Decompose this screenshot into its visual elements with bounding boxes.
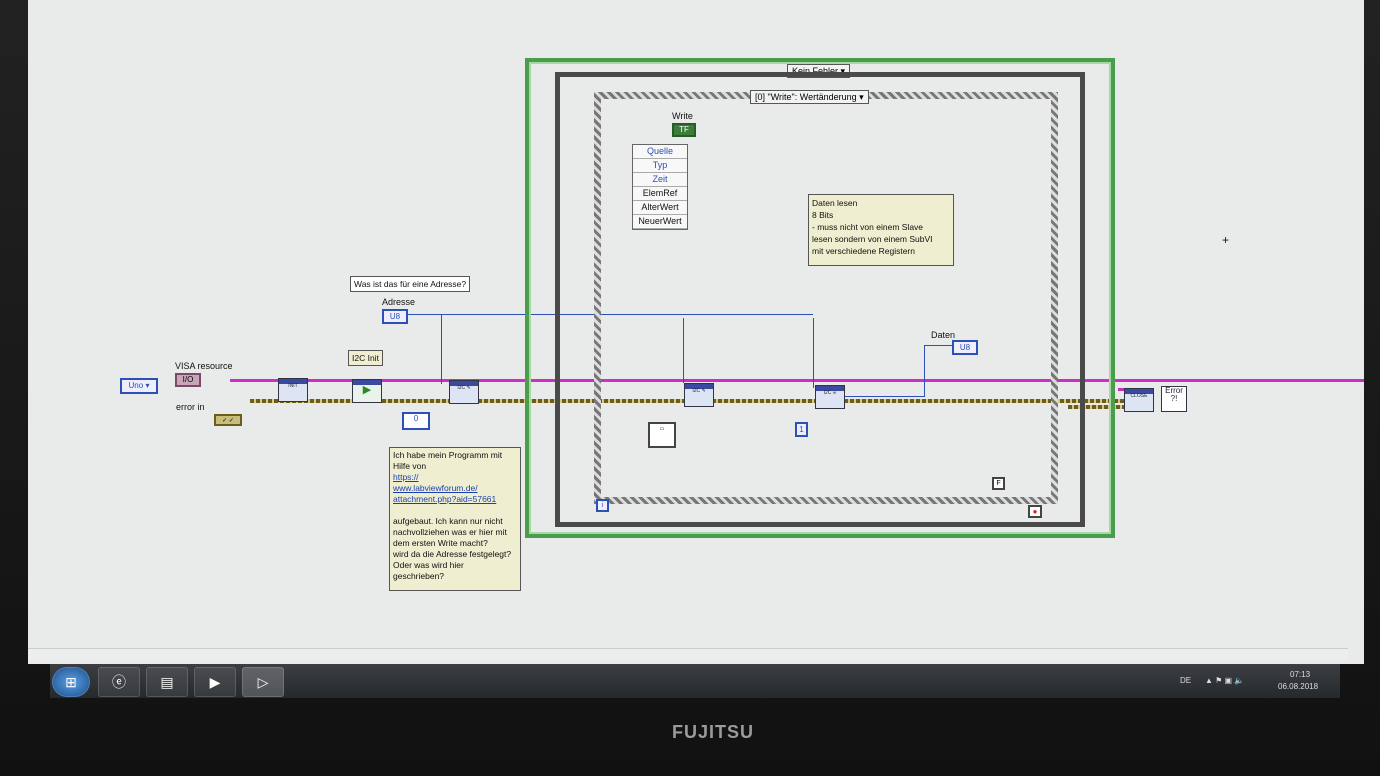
note-line: Hilfe von [393, 461, 427, 471]
event-data-item: AlterWert [633, 201, 687, 215]
while-loop[interactable] [525, 58, 1115, 538]
event-data-item: ElemRef [633, 187, 687, 201]
note-line: nachvollziehen was er hier mit [393, 527, 507, 537]
event-data-item: NeuerWert [633, 215, 687, 229]
error-in-control[interactable]: ✓ ✓ [214, 414, 242, 426]
stop-icon[interactable]: ● [1028, 505, 1042, 518]
loop-iteration-icon: i [596, 499, 609, 512]
vi-label: CLOSE [1130, 393, 1148, 399]
numeric-constant-one[interactable]: 1 [795, 422, 808, 437]
event-data-item: Typ [633, 159, 687, 173]
i2c-close-vi[interactable]: CLOSE [1124, 388, 1154, 412]
adresse-control[interactable]: U8 [382, 309, 408, 324]
event-selector-label: [0] "Write": Wertänderung [755, 92, 857, 102]
event-data-item: Quelle [633, 145, 687, 159]
event-data-item: Zeit [633, 173, 687, 187]
error-wire-end [1068, 405, 1128, 409]
note-link[interactable]: attachment.php?aid=57661 [393, 494, 497, 504]
note-line: wird da die Adresse festgelegt? [393, 549, 512, 559]
i2c-write-vi[interactable]: I2C ✎ [449, 380, 479, 404]
event-timeout-terminal[interactable]: F [992, 477, 1005, 490]
block-diagram[interactable]: Kein Fehler ▾ [0] "Write": Wertänderung … [28, 0, 1364, 664]
note-line: geschrieben? [393, 571, 445, 581]
note-line: - muss nicht von einem Slave [812, 222, 924, 232]
case-structure[interactable] [555, 72, 1085, 527]
note-line: Oder was wird hier [393, 560, 464, 570]
note-line: aufgebaut. Ich kann nur nicht [393, 516, 503, 526]
labview-icon[interactable]: ▷ [242, 667, 284, 697]
start-icon[interactable]: ⊞ [52, 667, 90, 697]
taskbar: ⊞ ⓔ ▤ ▶ ▷ DE ▲ ⚑ ▣ 🔈 07:13 06.08.2018 [50, 664, 1340, 698]
vi-label: Error ?! [1165, 386, 1183, 403]
write-label: Write [672, 111, 693, 121]
clock-date[interactable]: 06.08.2018 [1278, 682, 1319, 691]
visa-wire-end [1118, 388, 1128, 391]
daten-indicator[interactable]: U8 [952, 340, 978, 355]
explorer-icon[interactable]: ▤ [146, 667, 188, 697]
note-line: mit verschiedene Registern [812, 246, 915, 256]
case-selector-label: Kein Fehler [792, 66, 839, 76]
uno-value: Uno [128, 381, 144, 390]
adresse-wire-drop [441, 314, 442, 384]
daten-lesen-note: Daten lesen 8 Bits - muss nicht von eine… [808, 194, 954, 266]
program-note: Ich habe mein Programm mit Hilfe von htt… [389, 447, 521, 591]
error-in-label: error in [176, 402, 205, 412]
adresse-label: Adresse [382, 297, 416, 307]
language-indicator[interactable]: DE [1180, 676, 1192, 685]
note-link[interactable]: https:// [393, 472, 419, 482]
note-spacer [393, 505, 517, 516]
vi-label: I2C [692, 388, 701, 394]
i2c-init-note: I2C Init [348, 350, 383, 366]
numeric-array-constant[interactable]: 0 [402, 412, 430, 430]
write-control[interactable]: TF [672, 123, 696, 137]
byte-array-constant[interactable]: ▭ [648, 422, 676, 448]
crosshair-cursor-icon: + [1222, 233, 1230, 247]
note-line: 8 Bits [812, 210, 834, 220]
vi-label: I2C [457, 385, 466, 391]
uno-ring[interactable]: Uno ▾ [120, 378, 158, 394]
vi-label: INIT [288, 383, 298, 389]
media-icon[interactable]: ▶ [194, 667, 236, 697]
ie-icon[interactable]: ⓔ [98, 667, 140, 697]
note-line: lesen sondern von einem SubVI [812, 234, 933, 244]
note-line: Daten lesen [812, 198, 858, 208]
note-link[interactable]: www.labviewforum.de/ [393, 483, 478, 493]
monitor-brand-logo: FUJITSU [672, 722, 755, 742]
event-selector[interactable]: [0] "Write": Wertänderung ▾ [750, 90, 869, 104]
note-line: Ich habe mein Programm mit [393, 450, 503, 460]
daten-label: Daten [931, 330, 956, 340]
tray-icons[interactable]: ▲ ⚑ ▣ 🔈 [1205, 676, 1245, 685]
event-data-node[interactable]: Quelle Typ Zeit ElemRef AlterWert NeuerW… [632, 144, 688, 230]
simple-error-handler-vi[interactable]: Error ?! [1161, 386, 1187, 412]
visa-control[interactable]: I/O [175, 373, 201, 387]
visa-label: VISA resource [175, 361, 233, 371]
note-line: dem ersten Write macht? [393, 538, 488, 548]
i2c-write-vi-2[interactable]: I2C ✎ [684, 383, 714, 407]
adresse-question-note: Was ist das für eine Adresse? [350, 276, 471, 292]
i2c-read-vi[interactable]: I2C ∞ [815, 385, 845, 409]
horizontal-scrollbar[interactable] [28, 648, 1348, 661]
i2c-init-vi[interactable]: INIT [278, 378, 308, 402]
clock-time[interactable]: 07:13 [1290, 670, 1311, 679]
i2c-start-vi[interactable]: ▶ [352, 379, 382, 403]
play-icon: ▶ [362, 384, 372, 396]
vi-label: I2C [823, 390, 832, 396]
